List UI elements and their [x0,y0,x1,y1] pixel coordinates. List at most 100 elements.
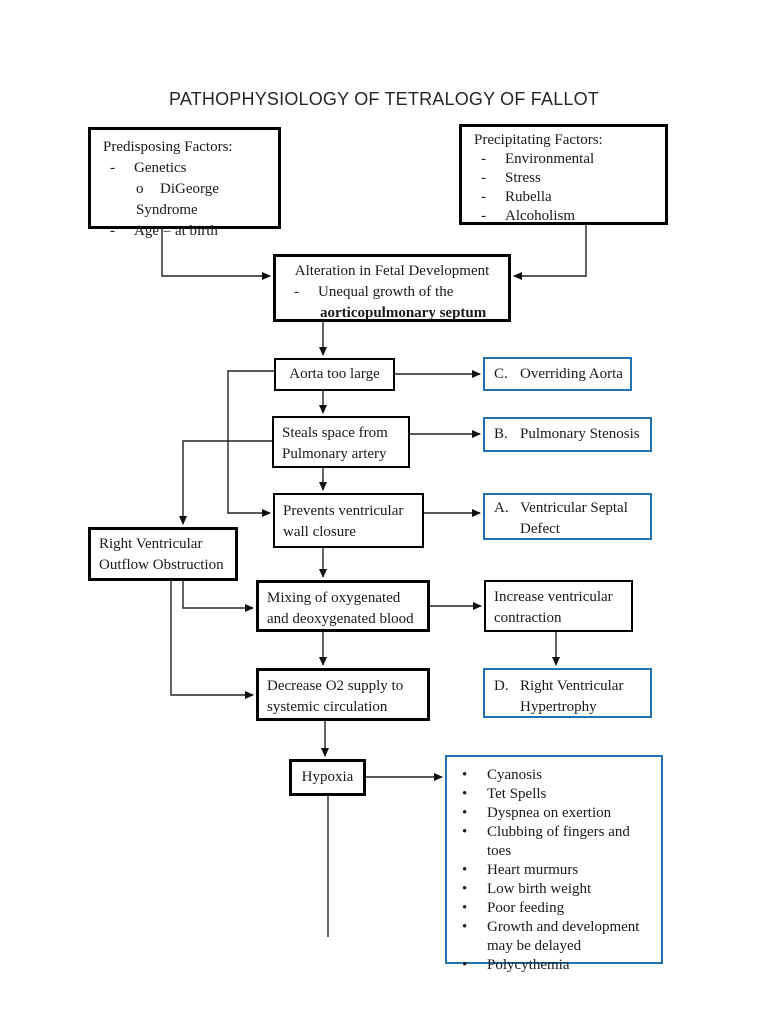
arrow-rvoo-to-mixing [182,581,254,612]
symptom-text: Clubbing of fingers and toes [487,824,630,859]
symptom-item: • Polycythemia [447,956,661,975]
node-label-line: Ventricular Septal [520,500,628,516]
bullet-marker: • [462,767,468,783]
node-mixing-blood: Mixing of oxygenated and deoxygenated bl… [256,580,430,632]
node-label: Aorta too large [289,366,380,382]
symptom-item: •Poor feeding [447,899,661,918]
bullet-marker: • [462,900,468,916]
dash-marker: - [110,160,115,176]
list-item-text: Age = at birth [134,223,218,239]
list-item-text: Genetics [134,160,187,176]
node-aorta-too-large: Aorta too large [274,358,395,391]
node-prevents-wall-closure: Prevents ventricular wall closure [273,493,424,548]
node-rv-hypertrophy: D. Right Ventricular Hypertrophy [483,668,652,718]
list-item-text: Alcoholism [505,208,575,224]
node-symptoms-list: • Cyanosis • Tet Spells • Dyspnea on exerti… [445,755,663,973]
list-item: - Stress [468,169,659,188]
arrow-rvoo-to-decrease [170,581,254,699]
node-precipitating-factors: Precipitating Factors: - Environmental - S… [459,124,668,225]
bullet-marker: • [462,862,468,878]
node-steals-space: Steals space from Pulmonary artery [272,416,410,468]
symptoms-bullet-list: • Cyanosis • Tet Spells • Dyspnea on exerti… [447,766,661,975]
node-label-line: Decrease O2 supply to [267,678,404,694]
symptom-text: Dyspnea on exertion [487,805,612,821]
bullet-marker: • [462,786,468,802]
symptom-text: Tet Spells [487,786,547,802]
node-label: Hypoxia [301,769,354,785]
node-label-line: Pulmonary artery [282,446,387,462]
dash-marker: - [481,151,486,167]
node-label-line: Outflow Obstruction [99,557,224,573]
symptom-text: Heart murmurs [487,862,579,878]
list-item: -Age = at birth [97,221,272,242]
arrow-aorta-to-prevents-bypass [227,370,274,517]
node-heading: Precipitating Factors: [474,132,603,148]
bullet-marker: • [462,824,468,840]
item-letter: A. [494,500,509,516]
symptom-text: Polycythemia [487,957,570,973]
node-label: Ventricular Septal Defect [520,498,628,538]
node-label: Right Ventricular Hypertrophy [520,676,623,716]
node-label: Overriding Aorta [520,365,623,382]
node-pulmonary-stenosis: B. Pulmonary Stenosis [483,417,652,452]
dash-marker: - [294,284,299,300]
node-label-line: Mixing of oxygenated [267,590,401,606]
arrow-steals-to-rvoo [179,440,273,525]
node-label-line: contraction [494,610,562,626]
symptom-text: Cyanosis [487,767,543,783]
list-item: - Environmental [468,150,659,169]
node-label-line: Defect [520,521,560,537]
list-item-text: Rubella [505,189,552,205]
node-heading: Predisposing Factors: [103,139,233,155]
arrow-predisposing-to-alteration [161,229,271,280]
list-item: - Genetics [97,158,272,179]
list-item: - Rubella [468,188,659,207]
symptom-item: • Tet Spells [447,785,661,804]
symptom-item: • Clubbing of fingers and toes [447,823,661,861]
bullet-marker: • [462,919,468,935]
symptom-item: •Low birth weight [447,880,661,899]
symptom-text: Low birth weight [487,881,592,897]
node-label-line: Right Ventricular [520,678,624,694]
node-overriding-aorta: C. Overriding Aorta [483,357,632,391]
circle-marker: o [136,181,144,197]
node-decrease-o2-supply: Decrease O2 supply to systemic circulati… [256,668,430,721]
node-label: Pulmonary Stenosis [520,426,640,442]
symptom-item: • Growth and development may be delayed [447,918,661,956]
item-letter: D. [494,678,509,694]
bullet-marker: • [462,805,468,821]
node-label: Alteration in Fetal Development [294,263,490,279]
list-item: - Alcoholism [468,207,659,226]
node-label-line: Increase ventricular [494,589,613,605]
list-item-text: Environmental [505,151,595,167]
bullet-marker: • [462,957,468,973]
node-label-line: Steals space from [282,425,388,441]
list-item-text: Stress [505,170,541,186]
node-label-line: and deoxygenated blood [267,611,414,627]
symptom-item: • Dyspnea on exertion [447,804,661,823]
node-increase-contraction: Increase ventricular contraction [484,580,633,632]
symptom-text: Growth and development may be delayed [487,919,640,954]
list-item-text: Unequal growth of the [318,284,454,300]
node-ventricular-septal-defect: A. Ventricular Septal Defect [483,493,652,540]
dash-marker: - [481,208,486,224]
node-rv-outflow-obstruction: Right Ventricular Outflow Obstruction [88,527,238,581]
dash-marker: - [481,170,486,186]
list-item-text: DiGeorge Syndrome [136,181,219,218]
item-letter: B. [494,426,508,442]
node-hypoxia: Hypoxia [289,759,366,796]
node-label-line: systemic circulation [267,699,388,715]
node-alteration-fetal-development: Alteration in Fetal Development - Unequal… [273,254,511,322]
symptom-item: • Heart murmurs [447,861,661,880]
dash-marker: - [481,189,486,205]
arrow-precipitating-to-alteration [513,225,587,280]
list-item: - Unequal growth of the [282,282,502,303]
list-item-text-bold: aorticopulmonary septum [320,305,487,321]
page-title: PATHOPHYSIOLOGY OF TETRALOGY OF FALLOT [168,89,600,109]
node-label-line: wall closure [283,524,356,540]
symptom-item: • Cyanosis [447,766,661,785]
